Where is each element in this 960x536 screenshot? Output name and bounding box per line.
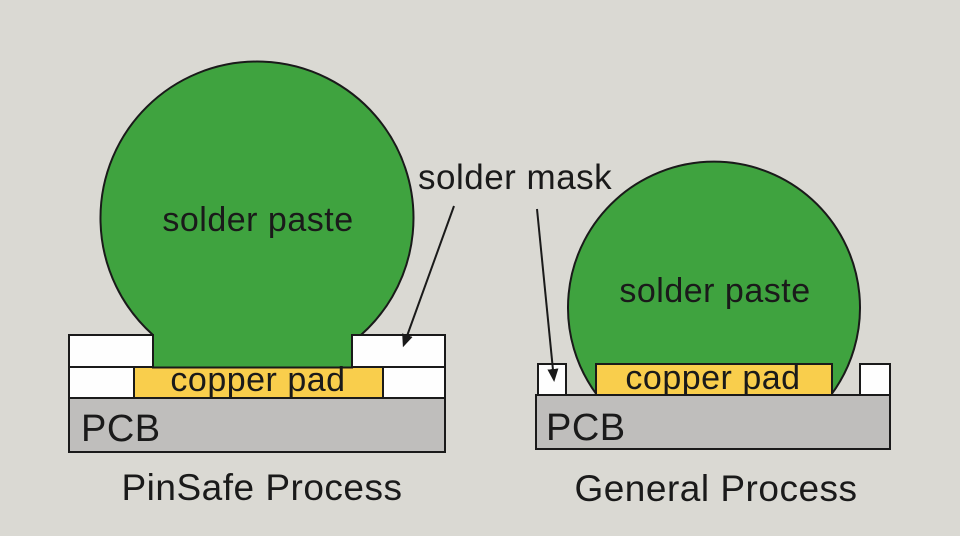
pinsafe-solder-paste-label: solder paste	[162, 201, 353, 239]
pinsafe-diagram: solder paste copper pad PCB PinSafe Proc…	[68, 60, 446, 508]
general-copper-pad-label: copper pad	[625, 359, 800, 397]
pinsafe-solder-mask-right	[351, 334, 446, 368]
general-solder-paste-ball	[567, 160, 861, 396]
general-copper-pad	[595, 363, 833, 396]
solder-mask-label: solder mask	[418, 158, 612, 197]
general-solder-paste-label: solder paste	[619, 272, 810, 310]
pinsafe-pcb-layer	[68, 397, 446, 453]
solder-mask-callout: solder mask	[402, 158, 612, 382]
general-caption: General Process	[574, 468, 857, 509]
solder-mask-arrow-left	[402, 205, 455, 348]
pinsafe-solder-paste-ball	[99, 60, 415, 369]
pinsafe-pcb-label: PCB	[81, 408, 161, 450]
pinsafe-copper-pad-label: copper pad	[170, 361, 345, 399]
pinsafe-solder-mask-left	[68, 334, 154, 368]
general-pcb-layer	[535, 394, 891, 450]
general-diagram: solder paste copper pad PCB General Proc…	[535, 160, 891, 509]
general-solder-mask-right	[859, 363, 891, 396]
general-pcb-label: PCB	[546, 407, 626, 449]
pinsafe-caption: PinSafe Process	[121, 467, 402, 508]
solder-mask-arrow-right	[536, 208, 559, 382]
